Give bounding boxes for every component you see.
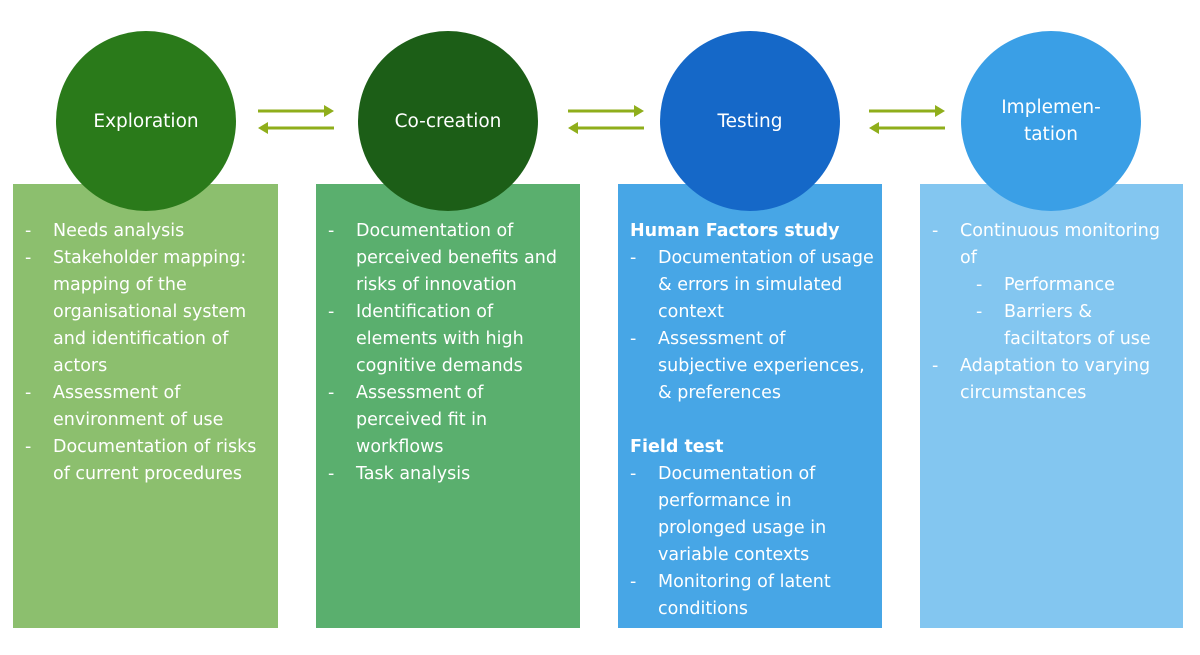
- stage-title-line: Implemen-: [1001, 97, 1101, 118]
- stage-title: Testing: [717, 110, 783, 132]
- exploration-list: Needs analysis Stakeholder mapping: mapp…: [25, 218, 270, 488]
- list-item: Assessment of perceived fit in workflows: [328, 380, 572, 461]
- stage-circle-implementation: Implemen- tation: [961, 31, 1141, 211]
- stage-title-line: tation: [1023, 124, 1078, 145]
- list-item: Assessment of environment of use: [25, 380, 270, 434]
- field-test-heading: Field test: [630, 437, 724, 457]
- list-item: Monitoring of latent conditions: [630, 569, 874, 623]
- bidirectional-arrows-icon: [869, 105, 945, 134]
- list-item: Documentation of usage & errors in simul…: [630, 245, 874, 326]
- implementation-sublist: Performance Barriers & faciltators of us…: [960, 272, 1175, 353]
- list-item: Continuous monitoring of Performance Bar…: [932, 218, 1175, 353]
- human-factors-list: Documentation of usage & errors in simul…: [630, 245, 874, 407]
- human-factors-heading: Human Factors study: [630, 221, 840, 241]
- stage-circle-testing: Testing: [660, 31, 840, 211]
- list-item: Task analysis: [328, 461, 572, 488]
- bidirectional-arrows-icon: [258, 105, 334, 134]
- sub-list-item: Barriers & faciltators of use: [960, 299, 1175, 353]
- stage-circle-co-creation: Co-creation: [358, 31, 538, 211]
- list-item: Identification of elements with high cog…: [328, 299, 572, 380]
- panel-exploration: Needs analysis Stakeholder mapping: mapp…: [13, 184, 278, 628]
- list-item: Documentation of perceived benefits and …: [328, 218, 572, 299]
- list-item: Assessment of subjective experiences, & …: [630, 326, 874, 407]
- bidirectional-arrows-icon: [568, 105, 644, 134]
- stage-circle-exploration: Exploration: [56, 31, 236, 211]
- list-item: Needs analysis: [25, 218, 270, 245]
- panel-co-creation: Documentation of perceived benefits and …: [316, 184, 580, 628]
- list-item: Documentation of risks of current proced…: [25, 434, 270, 488]
- stage-title: Exploration: [93, 110, 199, 132]
- list-item-label: Continuous monitoring of: [960, 221, 1160, 268]
- list-item: Documentation of performance in prolonge…: [630, 461, 874, 569]
- panel-testing: Human Factors study Documentation of usa…: [618, 184, 882, 628]
- co-creation-list: Documentation of perceived benefits and …: [328, 218, 572, 488]
- list-item: Adaptation to varying circumstances: [932, 353, 1175, 407]
- spacer: [630, 407, 874, 434]
- list-item: Stakeholder mapping: mapping of the orga…: [25, 245, 270, 380]
- field-test-list: Documentation of performance in prolonge…: [630, 461, 874, 623]
- panel-implementation: Continuous monitoring of Performance Bar…: [920, 184, 1183, 628]
- implementation-list: Continuous monitoring of Performance Bar…: [932, 218, 1175, 407]
- sub-list-item: Performance: [960, 272, 1175, 299]
- stage-title: Co-creation: [394, 110, 502, 132]
